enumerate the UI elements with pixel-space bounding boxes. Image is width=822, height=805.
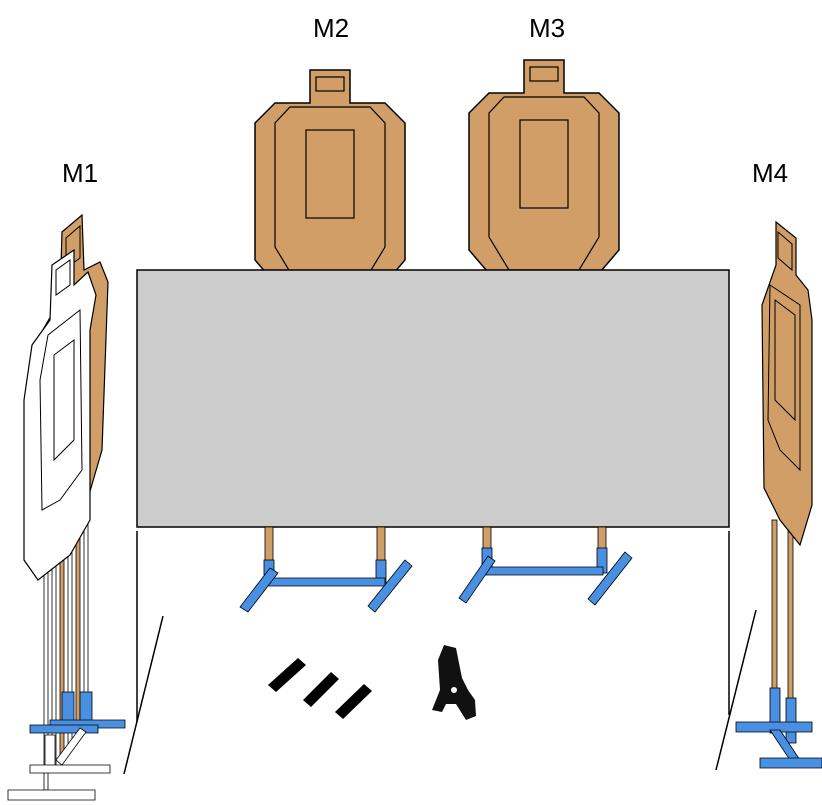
target-m3: [468, 59, 620, 286]
target-m4: [735, 220, 822, 769]
target-m1: [7, 213, 126, 801]
target-m2: [254, 69, 406, 296]
target-label-m4: M4: [752, 158, 788, 188]
target-label-m3: M3: [529, 13, 565, 43]
wall-stand-right: [458, 526, 633, 606]
no-shoot-wall: [136, 269, 730, 528]
target-label-m2: M2: [313, 13, 349, 43]
pistol-icon: [432, 645, 476, 720]
fault-lines: [123, 531, 757, 775]
wall-stand-left: [239, 526, 413, 613]
magazine-icon: [268, 658, 372, 719]
target-label-m1: M1: [62, 158, 98, 188]
